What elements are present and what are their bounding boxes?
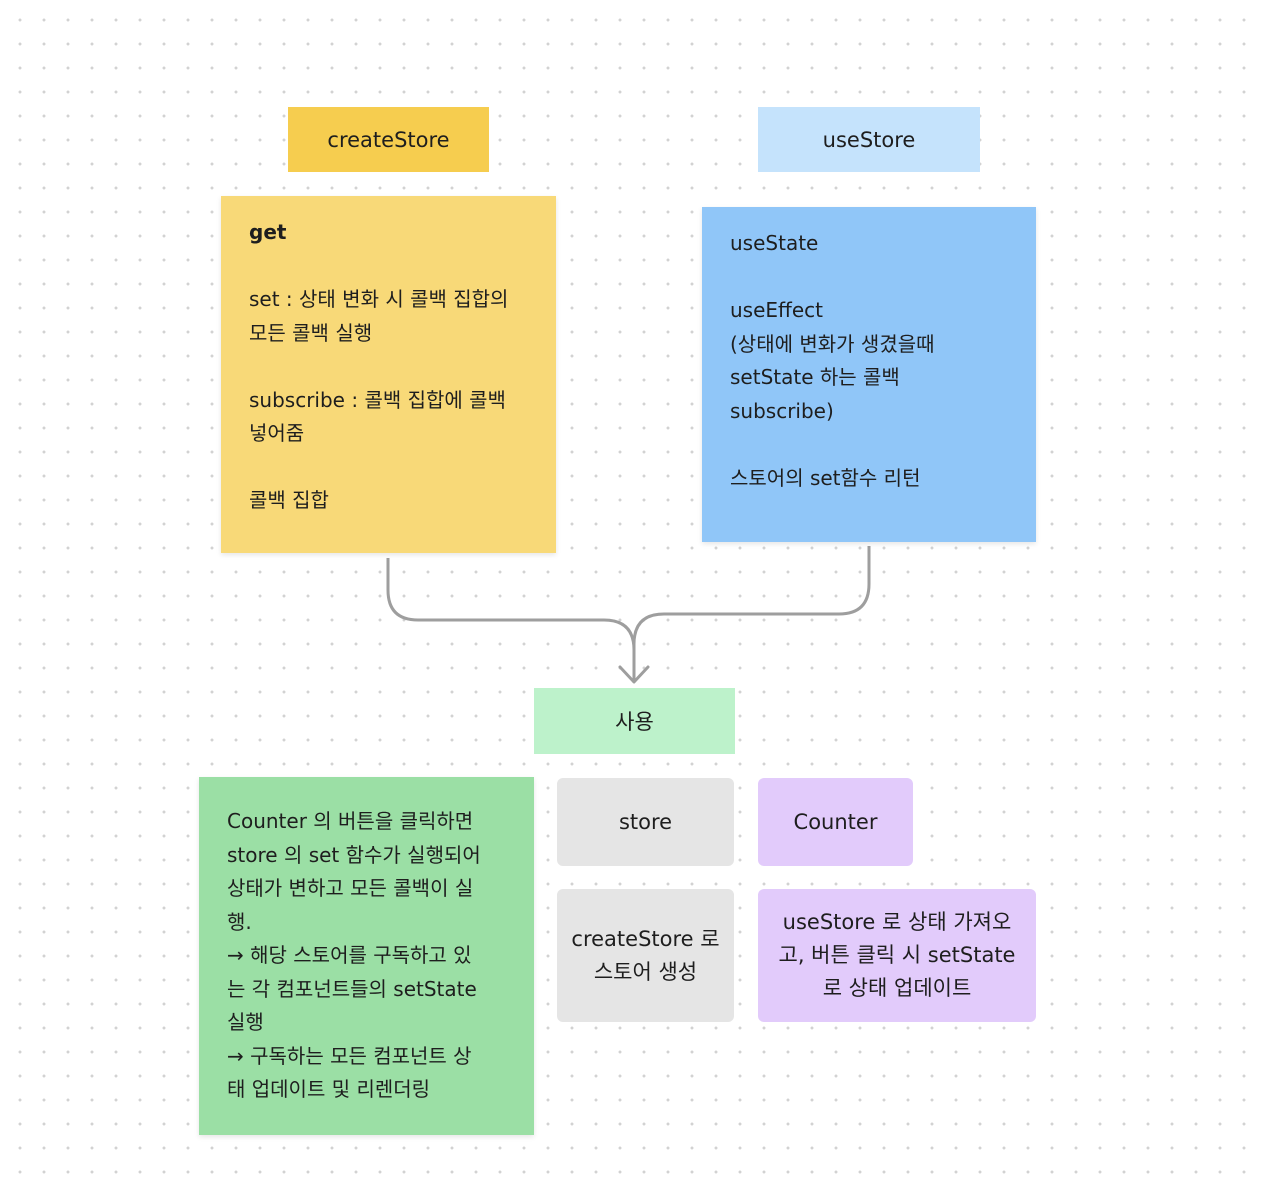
createstore-line-subscribe: subscribe : 콜백 집합에 콜백 넣어줌 — [249, 387, 506, 446]
createstore-line-get: get — [249, 220, 287, 244]
usage-note[interactable]: Counter 의 버튼을 클릭하면 store 의 set 함수가 실행되어 … — [199, 777, 534, 1135]
createstore-title[interactable]: createStore — [288, 107, 489, 172]
arrow-from-usestore — [632, 546, 871, 682]
arrow-from-createstore — [386, 558, 636, 682]
createstore-note[interactable]: get set : 상태 변화 시 콜백 집합의 모든 콜백 실행 subscr… — [221, 196, 556, 553]
counter-label-card[interactable]: Counter — [758, 778, 913, 866]
counter-desc-card[interactable]: useStore 로 상태 가져오 고, 버튼 클릭 시 setState 로 … — [758, 889, 1036, 1022]
usestore-note[interactable]: useState useEffect (상태에 변화가 생겼을때 setStat… — [702, 207, 1036, 542]
createstore-line-set: set : 상태 변화 시 콜백 집합의 모든 콜백 실행 — [249, 287, 509, 345]
arrow-head — [618, 665, 650, 684]
store-label-card[interactable]: store — [557, 778, 734, 866]
usestore-line-useeffect: useEffect (상태에 변화가 생겼을때 setState 하는 콜백 s… — [730, 298, 935, 423]
createstore-line-callback-set: 콜백 집합 — [249, 488, 329, 512]
usage-title[interactable]: 사용 — [534, 688, 735, 754]
usestore-title[interactable]: useStore — [758, 107, 980, 172]
usage-note-text: Counter 의 버튼을 클릭하면 store 의 set 함수가 실행되어 … — [227, 809, 481, 1101]
store-desc-card[interactable]: createStore 로 스토어 생성 — [557, 889, 734, 1022]
usestore-line-return-set: 스토어의 set함수 리턴 — [730, 465, 921, 490]
usestore-line-usestate: useState — [730, 231, 819, 255]
